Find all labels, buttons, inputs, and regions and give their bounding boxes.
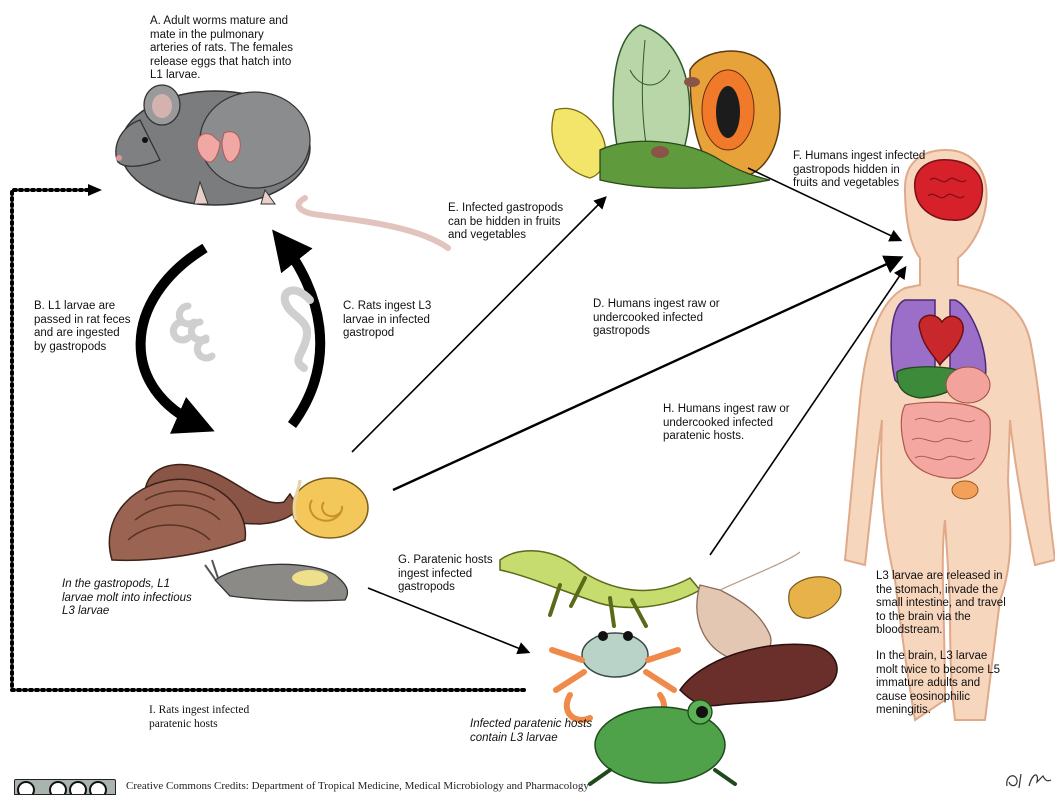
l1-larvae-icon — [173, 306, 212, 358]
arrow-g-gastropod-to-paratenic — [368, 588, 528, 652]
label-paratenic-note: Infected paratenic hosts contain L3 larv… — [470, 718, 592, 745]
paratenic-hosts-illustration — [500, 551, 841, 784]
rat-illustration — [116, 85, 448, 248]
label-g-paratenic-ingest: G. Paratenic hosts ingest infected gastr… — [398, 554, 493, 595]
label-d-humans-ingest-gastropods: D. Humans ingest raw or undercooked infe… — [593, 298, 720, 339]
label-gastropod-molt-note: In the gastropods, L1 larvae molt into i… — [62, 578, 192, 619]
frog-icon — [590, 700, 735, 784]
creative-commons-badge-icon — [14, 779, 116, 795]
slug-small-icon — [789, 577, 841, 618]
label-brain-note: In the brain, L3 larvae molt twice to be… — [876, 650, 1000, 718]
label-i-rats-ingest-paratenic: I. Rats ingest infected paratenic hosts — [149, 704, 249, 731]
l3-larva-icon — [285, 290, 310, 368]
label-b-l1-larvae: B. L1 larvae are passed in rat feces and… — [34, 300, 131, 354]
label-f-humans-ingest-produce: F. Humans ingest infected gastropods hid… — [793, 150, 925, 191]
label-a-adult-worms: A. Adult worms mature and mate in the pu… — [150, 15, 293, 83]
lizard-icon — [500, 551, 700, 626]
arrow-d-gastropod-to-human — [393, 258, 900, 490]
label-h-humans-ingest-paratenic: H. Humans ingest raw or undercooked infe… — [663, 403, 790, 444]
label-e-hidden-in-produce: E. Infected gastropods can be hidden in … — [448, 202, 563, 243]
artist-signature — [1003, 768, 1053, 792]
credits-text: Creative Commons Credits: Department of … — [126, 780, 589, 792]
stomach-icon — [946, 367, 990, 403]
bladder-icon — [952, 481, 978, 499]
label-stomach-note: L3 larvae are released in the stomach, i… — [876, 570, 1006, 638]
millipede-icon — [680, 644, 837, 705]
produce-illustration — [552, 25, 780, 188]
label-c-rats-ingest-l3: C. Rats ingest L3 larvae in infected gas… — [343, 300, 431, 341]
arrow-c-gastropod-to-rat — [282, 242, 320, 425]
